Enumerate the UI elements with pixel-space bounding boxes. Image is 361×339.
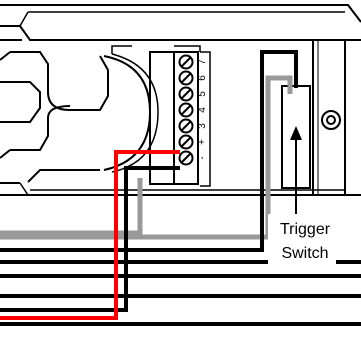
terminal-label: + <box>197 139 208 145</box>
terminal-screws <box>178 54 194 166</box>
trigger-switch <box>281 85 311 222</box>
terminal-screw-icon <box>178 86 194 102</box>
trigger-switch-label: Trigger Switch <box>268 214 336 266</box>
red-wire <box>0 150 180 320</box>
terminal-screw-icon <box>178 134 194 150</box>
terminal-screw-icon <box>178 54 194 70</box>
terminal-screw-icon <box>178 70 194 86</box>
terminal-screw-icon <box>178 150 194 166</box>
mounting-clip <box>0 45 159 183</box>
terminal-label: - <box>197 156 208 159</box>
terminal-block: 7 6 5 4 3 + - <box>149 45 211 187</box>
terminal-label: 4 <box>197 107 208 113</box>
black-wire-5 <box>0 166 180 312</box>
terminal-labels: 7 6 5 4 3 + - <box>197 59 208 160</box>
terminal-screw-icon <box>178 118 194 134</box>
terminal-label: 7 <box>197 59 208 65</box>
housing <box>0 4 361 196</box>
black-wire-1 <box>0 50 298 252</box>
terminal-label: 5 <box>197 91 208 97</box>
trigger-switch-label-line2: Switch <box>281 245 328 262</box>
terminal-screw-icon <box>178 102 194 118</box>
terminal-label: 3 <box>197 123 208 129</box>
gray-wire <box>0 178 143 236</box>
trigger-switch-label-line1: Trigger <box>280 221 331 238</box>
gray-wire-2 <box>0 75 293 240</box>
terminal-label: 6 <box>197 75 208 81</box>
mounting-hole-icon <box>321 110 341 130</box>
